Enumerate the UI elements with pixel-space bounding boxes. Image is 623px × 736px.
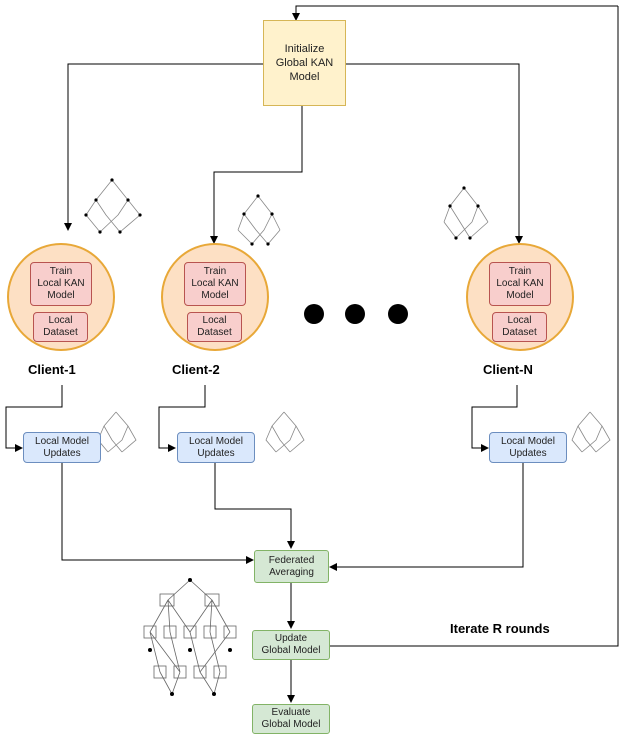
federated-averaging-box: Federated Averaging [254,550,329,583]
client-1-label: Client-1 [28,362,76,377]
client-n-label: Client-N [483,362,533,377]
evaluate-global-model-box: Evaluate Global Model [252,704,330,734]
client-1-update-box: Local Model Updates [23,432,101,463]
client-2-label: Client-2 [172,362,220,377]
client-n-dataset-box: Local Dataset [492,312,547,342]
client-2-dataset-box: Local Dataset [187,312,242,342]
ellipsis-dot [345,304,365,324]
initialize-global-model-box: Initialize Global KAN Model [263,20,346,106]
ellipsis-dot [388,304,408,324]
client-2-update-box: Local Model Updates [177,432,255,463]
client-n-update-box: Local Model Updates [489,432,567,463]
ellipsis-dot [304,304,324,324]
client-2-train-box: Train Local KAN Model [184,262,246,306]
update-global-model-box: Update Global Model [252,630,330,660]
client-1-train-box: Train Local KAN Model [30,262,92,306]
iterate-rounds-label: Iterate R rounds [450,621,550,636]
client-1-dataset-box: Local Dataset [33,312,88,342]
client-n-train-box: Train Local KAN Model [489,262,551,306]
